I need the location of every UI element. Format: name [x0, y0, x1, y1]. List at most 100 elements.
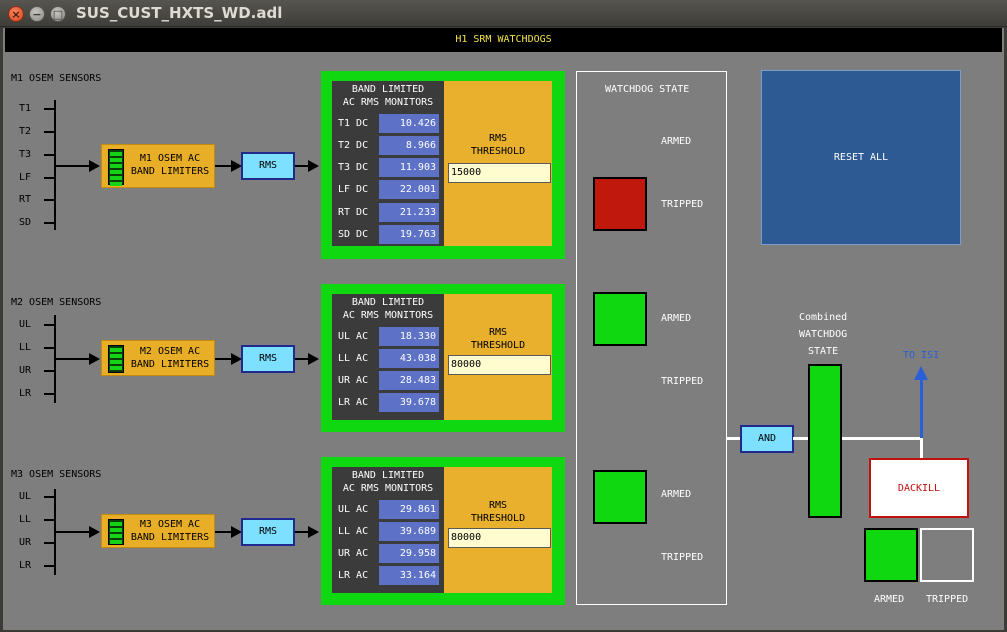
channel-label: T2 DC: [338, 140, 369, 151]
close-icon[interactable]: ×: [8, 6, 24, 22]
tripped-label: TRIPPED: [661, 552, 704, 563]
channel-value: 21.233: [379, 203, 439, 222]
sensor-tick: [44, 199, 54, 201]
signal-line: [215, 531, 233, 533]
medm-canvas: H1 SRM WATCHDOGS M1 OSEM SENSORS T1 T2 T…: [3, 28, 1004, 630]
m2-watchdog-indicator: [593, 292, 647, 346]
channel-value: 39.689: [379, 522, 439, 541]
and-gate[interactable]: AND: [740, 425, 794, 453]
channel-value: 10.426: [379, 114, 439, 133]
signal-line: [55, 531, 90, 533]
m2-rms-button[interactable]: RMS: [241, 345, 295, 373]
sensor-label: UL: [19, 319, 32, 330]
combined-watchdog-indicator: [808, 364, 842, 518]
sensor-label: LL: [19, 514, 32, 525]
meter-icon: [108, 149, 124, 186]
watchdog-state-panel: WATCHDOG STATE ARMED TRIPPED ARMED TRIPP…: [576, 71, 727, 605]
channel-value: 39.678: [379, 393, 439, 412]
channel-label: UL AC: [338, 504, 369, 515]
signal-line: [215, 165, 233, 167]
dackill-armed-indicator: [864, 528, 918, 582]
maximize-icon[interactable]: □: [50, 6, 66, 22]
channel-value: 22.001: [379, 180, 439, 199]
sensor-label: LL: [19, 342, 32, 353]
combined-title-line1: Combined: [799, 312, 848, 323]
sensor-tick: [44, 370, 54, 372]
channel-label: RT DC: [338, 207, 369, 218]
sensor-tick: [44, 222, 54, 224]
sensor-label: T1: [19, 103, 32, 114]
to-isi-label: TO ISI: [903, 350, 940, 361]
meter-icon: [108, 519, 124, 545]
channel-label: UR AC: [338, 375, 369, 386]
armed-label: ARMED: [661, 313, 692, 324]
channel-label: LR AC: [338, 397, 369, 408]
sensor-label: LF: [19, 172, 32, 183]
sensor-tick: [44, 542, 54, 544]
channel-label: UL AC: [338, 331, 369, 342]
combined-title-line3: STATE: [808, 346, 839, 357]
meter-icon: [108, 345, 124, 373]
reset-all-button[interactable]: RESET ALL: [761, 70, 961, 245]
dackill-tripped-indicator: [920, 528, 974, 582]
armed-label: ARMED: [661, 489, 692, 500]
watchdog-state-title: WATCHDOG STATE: [605, 84, 690, 95]
channel-label: SD DC: [338, 229, 369, 240]
sensor-tick: [44, 496, 54, 498]
minimize-icon[interactable]: −: [29, 6, 45, 22]
channel-label: LL AC: [338, 353, 369, 364]
m2-sensors-title: M2 OSEM SENSORS: [11, 297, 102, 308]
channel-value: 18.330: [379, 327, 439, 346]
arrow-icon: [308, 526, 319, 538]
channel-label: LR AC: [338, 570, 369, 581]
dackill-button[interactable]: DACKILL: [869, 458, 969, 518]
to-isi-line: [920, 378, 923, 438]
arrow-icon: [89, 353, 100, 365]
m3-rms-button[interactable]: RMS: [241, 518, 295, 546]
channel-value: 43.038: [379, 349, 439, 368]
sensor-tick: [44, 393, 54, 395]
arrow-icon: [231, 526, 242, 538]
sensor-tick: [44, 324, 54, 326]
m1-watchdog-indicator: [593, 177, 647, 231]
arrow-icon: [231, 160, 242, 172]
arrow-icon: [308, 353, 319, 365]
sensor-label: T3: [19, 149, 32, 160]
arrow-icon: [308, 160, 319, 172]
channel-label: LF DC: [338, 184, 369, 195]
dackill-tripped-label: TRIPPED: [926, 594, 969, 605]
m1-threshold-input[interactable]: 15000: [448, 163, 551, 183]
sensor-label: UR: [19, 365, 32, 376]
sensor-label: UL: [19, 491, 32, 502]
signal-line: [295, 531, 309, 533]
sensor-label: LR: [19, 560, 32, 571]
arrow-icon: [89, 160, 100, 172]
m2-threshold-input[interactable]: 80000: [448, 355, 551, 375]
m1-sensors-title: M1 OSEM SENSORS: [11, 73, 102, 84]
signal-line: [727, 437, 741, 440]
m3-threshold-input[interactable]: 80000: [448, 528, 551, 548]
dackill-armed-label: ARMED: [874, 594, 905, 605]
window-titlebar[interactable]: × − □ SUS_CUST_HXTS_WD.adl: [0, 0, 1007, 27]
sensor-tick: [44, 177, 54, 179]
channel-label: UR AC: [338, 548, 369, 559]
up-arrow-icon: [914, 366, 928, 380]
sensor-label: SD: [19, 217, 32, 228]
signal-line: [215, 358, 233, 360]
m1-rms-button[interactable]: RMS: [241, 152, 295, 180]
